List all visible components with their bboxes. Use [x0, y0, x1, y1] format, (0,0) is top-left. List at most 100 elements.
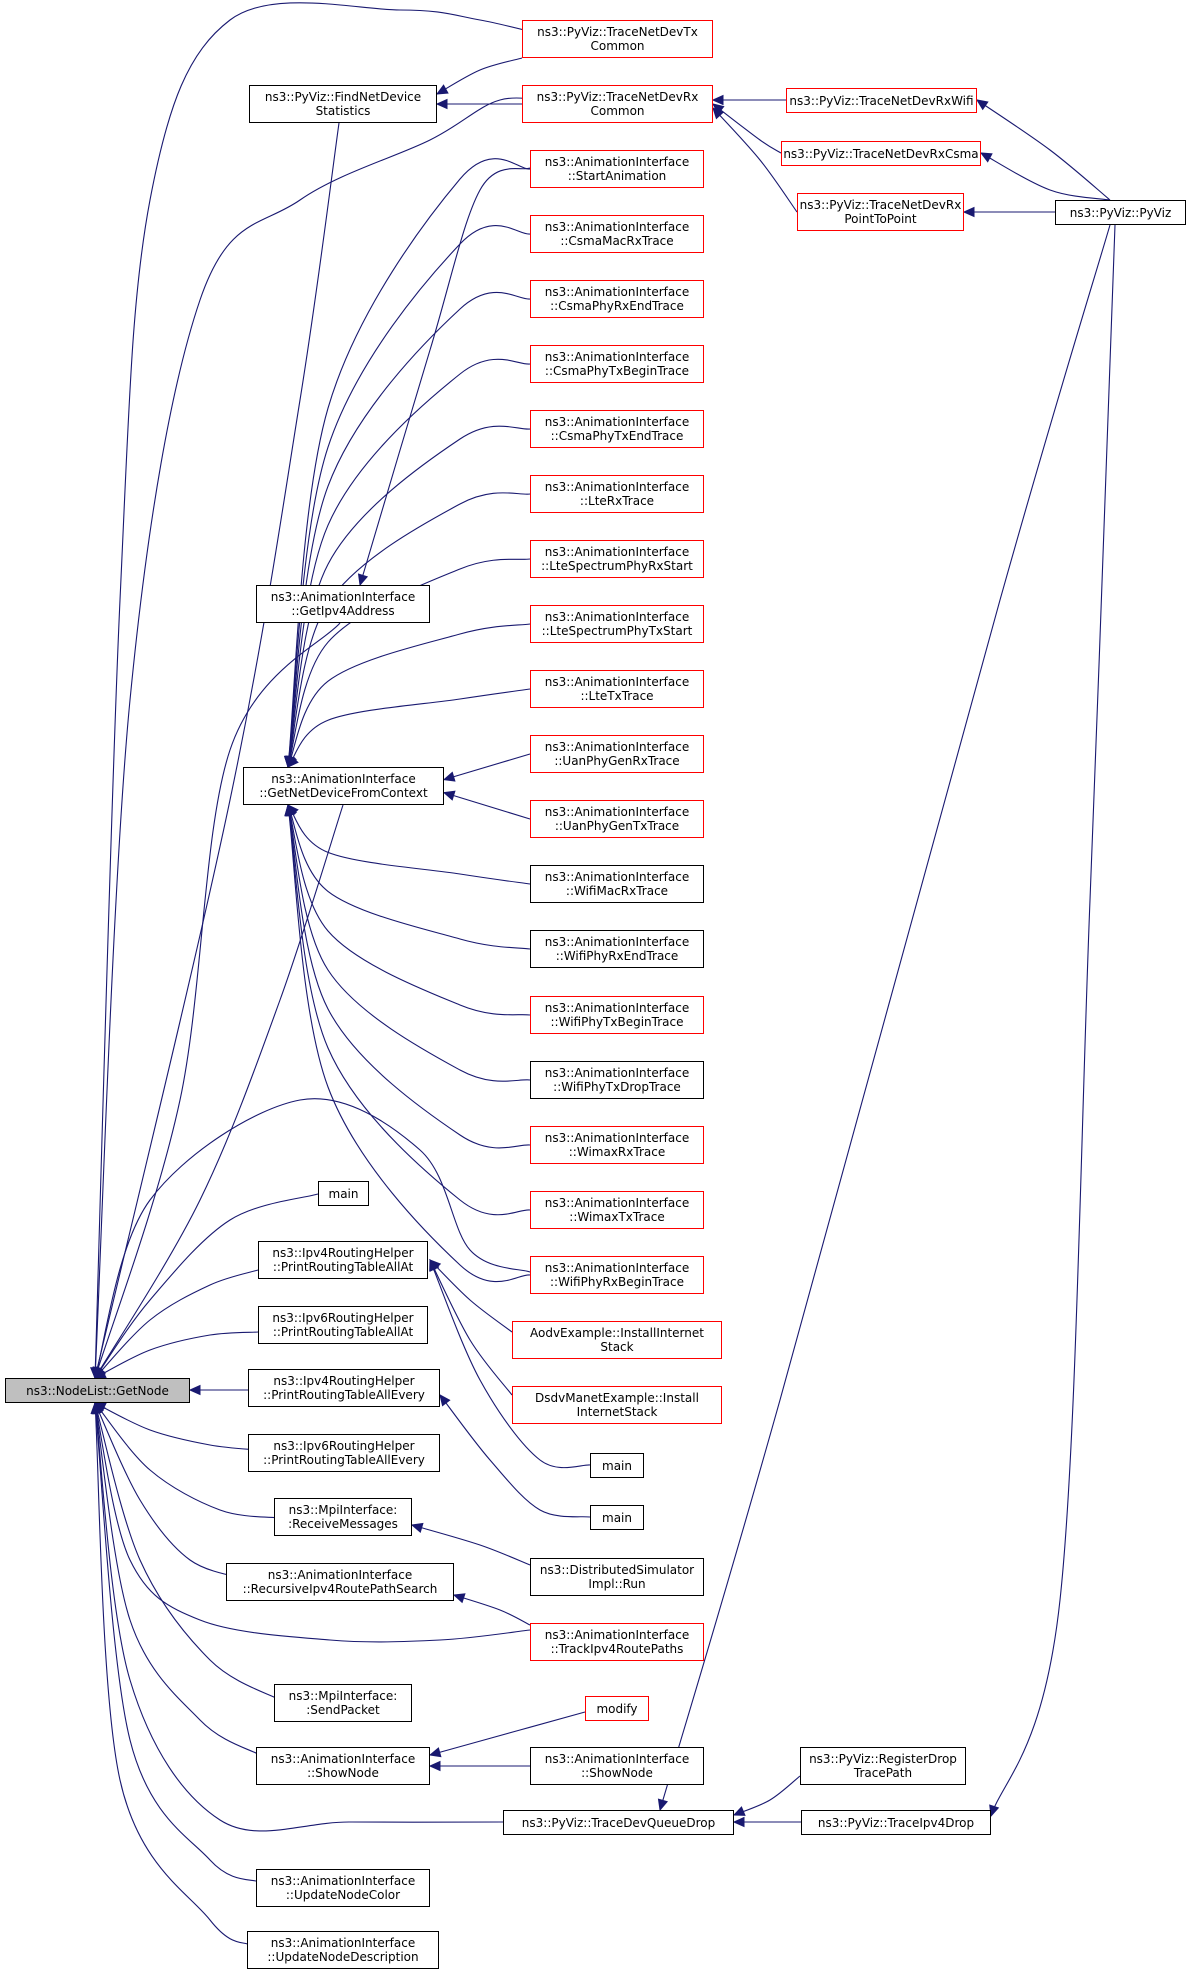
edge-startanim-to-getipv4addr — [359, 167, 531, 586]
node-uantx[interactable]: ns3::AnimationInterface::UanPhyGenTxTrac… — [530, 800, 704, 838]
node-label-line: ns3::AnimationInterface — [544, 610, 690, 624]
node-label-line: ns3::PyViz::PyViz — [1069, 205, 1172, 220]
node-label-line: :ReceiveMessages — [288, 1517, 398, 1531]
node-updcolor[interactable]: ns3::AnimationInterface::UpdateNodeColor — [256, 1869, 430, 1907]
edge-ipv6print-to-getnode — [94, 1331, 259, 1379]
node-recursive[interactable]: ns3::AnimationInterface::RecursiveIpv4Ro… — [226, 1563, 454, 1601]
node-wifiphyrxbegin[interactable]: ns3::AnimationInterface::WifiPhyRxBeginT… — [530, 1256, 704, 1294]
arrowhead-findnetdev — [435, 84, 449, 95]
node-ltespectx[interactable]: ns3::AnimationInterface::LteSpectrumPhyT… — [530, 605, 704, 643]
arrowhead-rxcommon — [712, 107, 724, 120]
node-main1[interactable]: main — [318, 1181, 369, 1206]
node-label-line: DsdvManetExample::Install — [535, 1391, 699, 1405]
node-label-line: ns3::AnimationInterface — [270, 1752, 416, 1766]
node-tracedevqdrop[interactable]: ns3::PyViz::TraceDevQueueDrop — [503, 1810, 734, 1835]
node-csmaphytxbegin[interactable]: ns3::AnimationInterface::CsmaPhyTxBeginT… — [530, 345, 704, 383]
node-csmaphyrxend[interactable]: ns3::AnimationInterface::CsmaPhyRxEndTra… — [530, 280, 704, 318]
node-label-line: TracePath — [853, 1766, 913, 1780]
node-label-line: ::RecursiveIpv4RoutePathSearch — [242, 1582, 438, 1596]
node-startanim[interactable]: ns3::AnimationInterface::StartAnimation — [530, 150, 704, 188]
node-shownode1[interactable]: ns3::AnimationInterface::ShowNode — [256, 1747, 430, 1785]
node-label-line: ::UanPhyGenRxTrace — [554, 754, 680, 768]
node-wimaxrx[interactable]: ns3::AnimationInterface::WimaxRxTrace — [530, 1126, 704, 1164]
node-csmamacrx[interactable]: ns3::AnimationInterface::CsmaMacRxTrace — [530, 215, 704, 253]
node-wifiphytxdrop[interactable]: ns3::AnimationInterface::WifiPhyTxDropTr… — [530, 1061, 704, 1099]
node-wifiphyrxend[interactable]: ns3::AnimationInterface::WifiPhyRxEndTra… — [530, 930, 704, 968]
node-lterx[interactable]: ns3::AnimationInterface::LteRxTrace — [530, 475, 704, 513]
node-label-line: ns3::MpiInterface: — [288, 1689, 398, 1703]
edge-csmaphyrxend-to-getnetdevctx — [287, 291, 531, 768]
node-uanrx[interactable]: ns3::AnimationInterface::UanPhyGenRxTrac… — [530, 735, 704, 773]
node-label-line: ns3::Ipv4RoutingHelper — [273, 1374, 415, 1388]
edge-upddesc-to-getnode — [94, 1402, 251, 1946]
edge-wifiphyrxend-to-getnetdevctx — [287, 804, 531, 950]
node-rxwifi[interactable]: ns3::PyViz::TraceNetDevRxWifi — [786, 88, 977, 113]
edge-distsim-to-mpirecv — [411, 1524, 531, 1566]
node-label-line: ns3::AnimationInterface — [271, 772, 416, 786]
arrowhead-rxp2p — [962, 206, 975, 218]
node-label-line: ns3::Ipv6RoutingHelper — [272, 1311, 414, 1325]
node-label-line: Stack — [600, 1340, 634, 1354]
node-ipv6every[interactable]: ns3::Ipv6RoutingHelper::PrintRoutingTabl… — [248, 1434, 440, 1472]
node-ipv4every[interactable]: ns3::Ipv4RoutingHelper::PrintRoutingTabl… — [248, 1369, 440, 1407]
node-ipv6print[interactable]: ns3::Ipv6RoutingHelper::PrintRoutingTabl… — [258, 1306, 428, 1344]
edge-getipv4addr-to-getnode — [94, 622, 341, 1379]
arrowhead-mpirecv — [410, 1522, 424, 1534]
node-modify[interactable]: modify — [585, 1696, 649, 1721]
node-mpirecv[interactable]: ns3::MpiInterface::ReceiveMessages — [274, 1498, 412, 1536]
node-label-line: ::LteTxTrace — [580, 689, 654, 703]
node-label-line: ns3::AnimationInterface — [544, 1752, 690, 1766]
node-label-line: AodvExample::InstallInternet — [530, 1326, 704, 1340]
edge-tracedevqdrop-to-getnode — [94, 1402, 504, 1832]
arrowhead-getipv4addr — [357, 573, 369, 587]
node-wimaxtx[interactable]: ns3::AnimationInterface::WimaxTxTrace — [530, 1191, 704, 1229]
node-traceipv4drop[interactable]: ns3::PyViz::TraceIpv4Drop — [801, 1810, 991, 1835]
node-upddesc[interactable]: ns3::AnimationInterface::UpdateNodeDescr… — [247, 1931, 439, 1969]
node-wifiphytxbegin[interactable]: ns3::AnimationInterface::WifiPhyTxBeginT… — [530, 996, 704, 1034]
arrowhead-findnetdev — [435, 98, 448, 110]
node-label-line: ::WifiMacRxTrace — [565, 884, 669, 898]
node-label-line: ::CsmaMacRxTrace — [560, 234, 674, 248]
node-label-line: ::WimaxTxTrace — [569, 1210, 665, 1224]
node-ltetx[interactable]: ns3::AnimationInterface::LteTxTrace — [530, 670, 704, 708]
edge-updcolor-to-getnode — [94, 1402, 261, 1883]
arrowhead-getnetdevctx — [284, 803, 295, 817]
node-shownode2[interactable]: ns3::AnimationInterface::ShowNode — [530, 1747, 704, 1785]
node-label-line: ::GetNetDeviceFromContext — [259, 786, 428, 800]
node-pyviz[interactable]: ns3::PyViz::PyViz — [1055, 200, 1186, 225]
edge-pyviz-to-tracedevqdrop — [659, 224, 1111, 1811]
node-ipv4print[interactable]: ns3::Ipv4RoutingHelper::PrintRoutingTabl… — [258, 1241, 428, 1279]
node-main3[interactable]: main — [590, 1505, 644, 1530]
node-getipv4addr[interactable]: ns3::AnimationInterface::GetIpv4Address — [256, 585, 430, 623]
edge-rxcommon-to-getnode — [94, 97, 561, 1379]
node-csmaphytxend[interactable]: ns3::AnimationInterface::CsmaPhyTxEndTra… — [530, 410, 704, 448]
node-getnode[interactable]: ns3::NodeList::GetNode — [5, 1378, 190, 1403]
edge-ipv6every-to-getnode — [94, 1402, 259, 1451]
edge-txcommon-to-getnode — [94, 2, 561, 1379]
node-getnetdevctx[interactable]: ns3::AnimationInterface::GetNetDeviceFro… — [243, 767, 444, 805]
node-trackipv4[interactable]: ns3::AnimationInterface::TrackIpv4RouteP… — [530, 1623, 704, 1661]
edge-wimaxrx-to-getnetdevctx — [287, 804, 531, 1149]
node-wifimacrx[interactable]: ns3::AnimationInterface::WifiMacRxTrace — [530, 865, 704, 903]
node-label-line: modify — [596, 1701, 638, 1716]
edge-mpisend-to-getnode — [94, 1402, 281, 1701]
node-label-line: ns3::AnimationInterface — [544, 935, 690, 949]
edge-main2-to-ipv4print — [429, 1259, 591, 1469]
node-main2[interactable]: main — [590, 1453, 644, 1478]
node-mpisend[interactable]: ns3::MpiInterface::SendPacket — [274, 1684, 412, 1722]
node-ltespecrx[interactable]: ns3::AnimationInterface::LteSpectrumPhyR… — [530, 540, 704, 578]
node-label-line: ::TrackIpv4RoutePaths — [550, 1642, 684, 1656]
node-label-line: main — [328, 1186, 359, 1201]
node-label-line: ns3::AnimationInterface — [544, 1261, 690, 1275]
node-label-line: ns3::PyViz::TraceNetDevRx — [536, 90, 699, 104]
arrowhead-shownode1 — [428, 1747, 442, 1758]
node-rxcsma[interactable]: ns3::PyViz::TraceNetDevRxCsma — [781, 141, 981, 166]
